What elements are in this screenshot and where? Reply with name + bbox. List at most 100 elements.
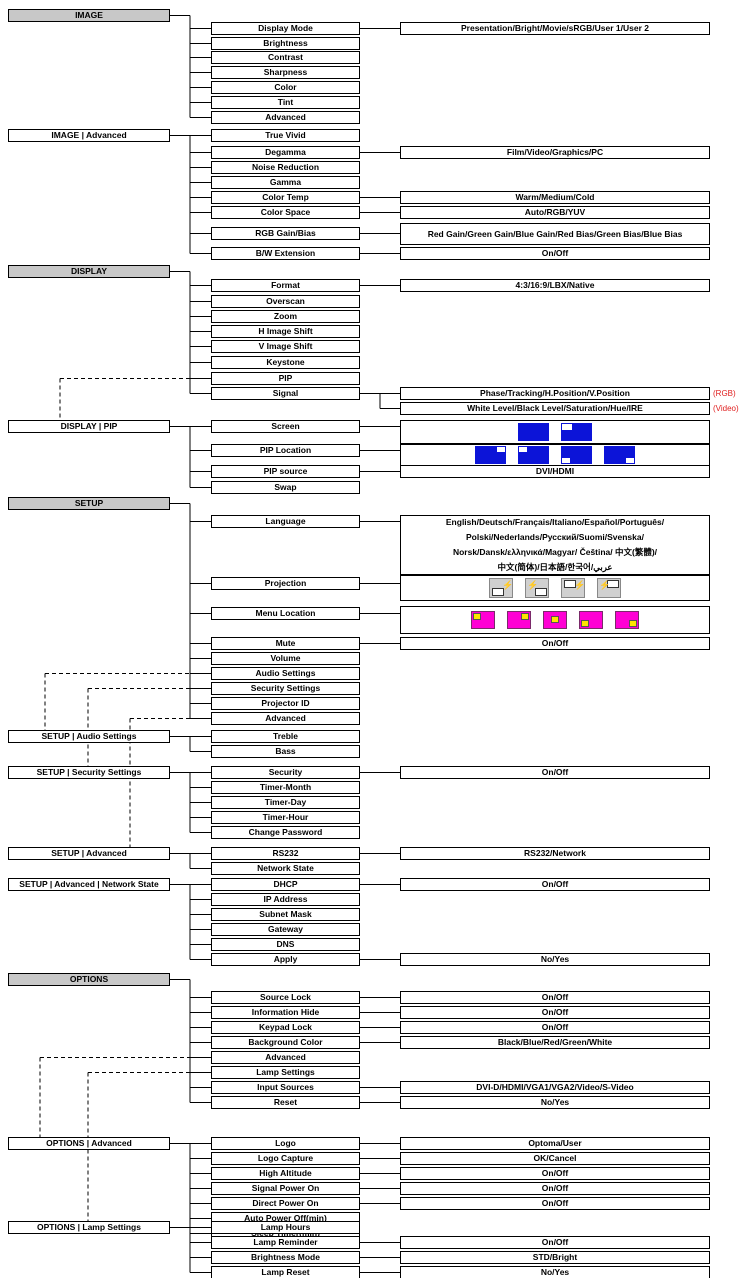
menu-item-change-password: Change Password [211, 826, 360, 839]
menu-item-pip-source: PIP source [211, 465, 360, 478]
menu-item-format: Format [211, 279, 360, 292]
menu-item-reset: Reset [211, 1096, 360, 1109]
menu-center-icon [543, 611, 567, 629]
section-options-lamp-settings: OPTIONS | Lamp Settings [8, 1221, 170, 1234]
menu-item-swap: Swap [211, 481, 360, 494]
section-image: IMAGE [8, 9, 170, 22]
option-degamma: Film/Video/Graphics/PC [400, 146, 710, 159]
menu-item-timer-hour: Timer-Hour [211, 811, 360, 824]
section-options: OPTIONS [8, 973, 170, 986]
option-language: English/Deutsch/Français/Italiano/Españo… [400, 515, 710, 575]
option-reset: No/Yes [400, 1096, 710, 1109]
option-lamp-reminder: On/Off [400, 1236, 710, 1249]
menu-item-timer-day: Timer-Day [211, 796, 360, 809]
menu-item-color: Color [211, 81, 360, 94]
pip-bottom-left-icon [561, 446, 592, 464]
section-setup-security-settings: SETUP | Security Settings [8, 766, 170, 779]
pip-full-icon [518, 423, 549, 441]
menu-item-apply: Apply [211, 953, 360, 966]
signal-tag-rgb: (RGB) [713, 389, 736, 398]
menu-item-advanced: Advanced [211, 712, 360, 725]
option-source-lock: On/Off [400, 991, 710, 1004]
menu-item-h-image-shift: H Image Shift [211, 325, 360, 338]
menu-item-display-mode: Display Mode [211, 22, 360, 35]
section-setup-advanced-network-state: SETUP | Advanced | Network State [8, 878, 170, 891]
option-signal-power-on: On/Off [400, 1182, 710, 1195]
menu-item-pip-location: PIP Location [211, 444, 360, 457]
pip-bottom-right-icon [604, 446, 635, 464]
section-setup-audio-settings: SETUP | Audio Settings [8, 730, 170, 743]
signal-option-rgb: Phase/Tracking/H.Position/V.Position [400, 387, 710, 400]
option-apply: No/Yes [400, 953, 710, 966]
front-ceiling-icon: ⚡ [561, 578, 585, 598]
pip-location-icons [400, 444, 710, 466]
option-mute: On/Off [400, 637, 710, 650]
section-display-pip: DISPLAY | PIP [8, 420, 170, 433]
menu-item-rgb-gain-bias: RGB Gain/Bias [211, 227, 360, 240]
pip-corner-icon [561, 423, 592, 441]
signal-tag-video: (Video) [713, 404, 739, 413]
menu-item-v-image-shift: V Image Shift [211, 340, 360, 353]
rear-desktop-icon: ⚡ [525, 578, 549, 598]
menu-bottom-left-icon [579, 611, 603, 629]
menu-location-icons [400, 606, 710, 634]
menu-item-degamma: Degamma [211, 146, 360, 159]
option-format: 4:3/16:9/LBX/Native [400, 279, 710, 292]
menu-item-audio-settings: Audio Settings [211, 667, 360, 680]
menu-item-source-lock: Source Lock [211, 991, 360, 1004]
menu-item-overscan: Overscan [211, 295, 360, 308]
option-input-sources: DVI-D/HDMI/VGA1/VGA2/Video/S-Video [400, 1081, 710, 1094]
menu-item-contrast: Contrast [211, 51, 360, 64]
option-b-w-extension: On/Off [400, 247, 710, 260]
option-rs232: RS232/Network [400, 847, 710, 860]
menu-item-security-settings: Security Settings [211, 682, 360, 695]
menu-item-brightness-mode: Brightness Mode [211, 1251, 360, 1264]
menu-item-brightness: Brightness [211, 37, 360, 50]
option-rgb-gain-bias: Red Gain/Green Gain/Blue Gain/Red Bias/G… [400, 223, 710, 245]
option-logo-capture: OK/Cancel [400, 1152, 710, 1165]
option-display-mode: Presentation/Bright/Movie/sRGB/User 1/Us… [400, 22, 710, 35]
menu-item-logo-capture: Logo Capture [211, 1152, 360, 1165]
option-security: On/Off [400, 766, 710, 779]
menu-item-projector-id: Projector ID [211, 697, 360, 710]
language-line: Polski/Nederlands/Русский/Suomi/Svenska/ [466, 532, 644, 542]
menu-item-zoom: Zoom [211, 310, 360, 323]
menu-item-lamp-reset: Lamp Reset [211, 1266, 360, 1278]
language-line: 中文(简体)/日本語/한국어/عربي [497, 562, 613, 572]
option-direct-power-on: On/Off [400, 1197, 710, 1210]
menu-item-menu-location: Menu Location [211, 607, 360, 620]
menu-item-noise-reduction: Noise Reduction [211, 161, 360, 174]
signal-option-video: White Level/Black Level/Saturation/Hue/I… [400, 402, 710, 415]
menu-item-volume: Volume [211, 652, 360, 665]
menu-item-screen: Screen [211, 420, 360, 433]
option-information-hide: On/Off [400, 1006, 710, 1019]
menu-item-network-state: Network State [211, 862, 360, 875]
menu-item-dhcp: DHCP [211, 878, 360, 891]
menu-item-true-vivid: True Vivid [211, 129, 360, 142]
menu-item-signal-power-on: Signal Power On [211, 1182, 360, 1195]
menu-item-input-sources: Input Sources [211, 1081, 360, 1094]
menu-item-color-space: Color Space [211, 206, 360, 219]
section-display: DISPLAY [8, 265, 170, 278]
menu-item-rs232: RS232 [211, 847, 360, 860]
menu-item-information-hide: Information Hide [211, 1006, 360, 1019]
menu-item-security: Security [211, 766, 360, 779]
section-image-advanced: IMAGE | Advanced [8, 129, 170, 142]
front-desktop-icon: ⚡ [489, 578, 513, 598]
menu-item-treble: Treble [211, 730, 360, 743]
menu-item-projection: Projection [211, 577, 360, 590]
option-pip-source: DVI/HDMI [400, 465, 710, 478]
option-dhcp: On/Off [400, 878, 710, 891]
menu-top-right-icon [507, 611, 531, 629]
menu-item-direct-power-on: Direct Power On [211, 1197, 360, 1210]
menu-item-color-temp: Color Temp [211, 191, 360, 204]
option-brightness-mode: STD/Bright [400, 1251, 710, 1264]
language-line: Norsk/Dansk/ελληνικά/Magyar/ Čeština/ 中文… [452, 547, 658, 557]
menu-item-mute: Mute [211, 637, 360, 650]
menu-item-high-altitude: High Altitude [211, 1167, 360, 1180]
language-line: English/Deutsch/Français/Italiano/Españo… [445, 517, 665, 527]
pip-top-left-icon [518, 446, 549, 464]
section-setup: SETUP [8, 497, 170, 510]
